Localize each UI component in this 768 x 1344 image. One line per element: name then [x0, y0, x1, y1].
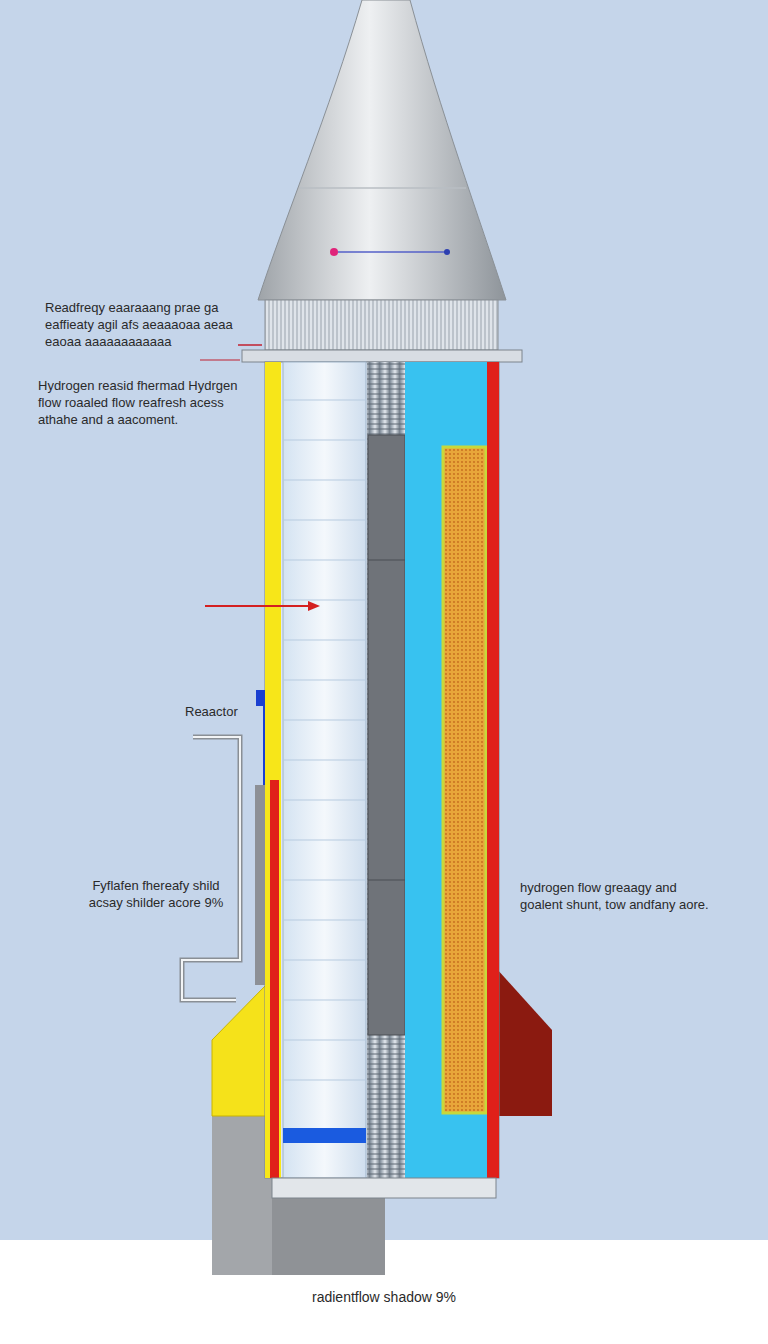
- collar: [265, 300, 498, 350]
- arrow-head: [308, 601, 320, 611]
- nose-cone: [258, 0, 506, 300]
- marker-dot: [330, 248, 338, 256]
- marker-dot: [444, 249, 450, 255]
- pipe: [182, 737, 240, 1000]
- shield-panel: [443, 447, 486, 1113]
- leader-line: [200, 360, 240, 361]
- part-label: Reaactor: [185, 704, 265, 721]
- left-fin: [212, 985, 266, 1116]
- outer-wall: [487, 362, 499, 1178]
- gray-band: [255, 785, 265, 985]
- core-joint: [368, 560, 405, 561]
- callout-note: Hydrogen reasid fhermad Hydrgen flow roa…: [38, 378, 243, 429]
- cone-seam: [299, 187, 466, 189]
- leader-line: [238, 344, 262, 346]
- body: [265, 362, 499, 1178]
- marker-line: [338, 251, 446, 253]
- core-joint: [368, 880, 405, 881]
- callout-note: Fyflafen fhereafy shild acsay shilder ac…: [78, 878, 234, 912]
- red-layer: [270, 780, 279, 1178]
- flange: [242, 350, 522, 362]
- sensor-line: [263, 706, 265, 785]
- yellow-layer: [265, 362, 281, 1178]
- pipe-highlight: [182, 737, 240, 1000]
- reactor-core: [368, 435, 405, 1035]
- rod-column: [367, 362, 405, 1178]
- coolant-channel: [405, 362, 488, 1178]
- caption: radientflow shadow 9%: [0, 1288, 768, 1306]
- callout-note: hydrogen flow greaagy and goalent shunt,…: [520, 880, 720, 914]
- tube-lines: [283, 400, 366, 1080]
- propellant-tube: [283, 362, 366, 1178]
- base-plate: [272, 1178, 496, 1198]
- flow-arrow: [205, 605, 310, 607]
- nozzle-face: [212, 1112, 272, 1275]
- blue-bar: [283, 1128, 366, 1143]
- callout-note: Readfreqy eaaraaang prae ga eaffieaty ag…: [45, 300, 237, 351]
- sensor: [256, 690, 265, 706]
